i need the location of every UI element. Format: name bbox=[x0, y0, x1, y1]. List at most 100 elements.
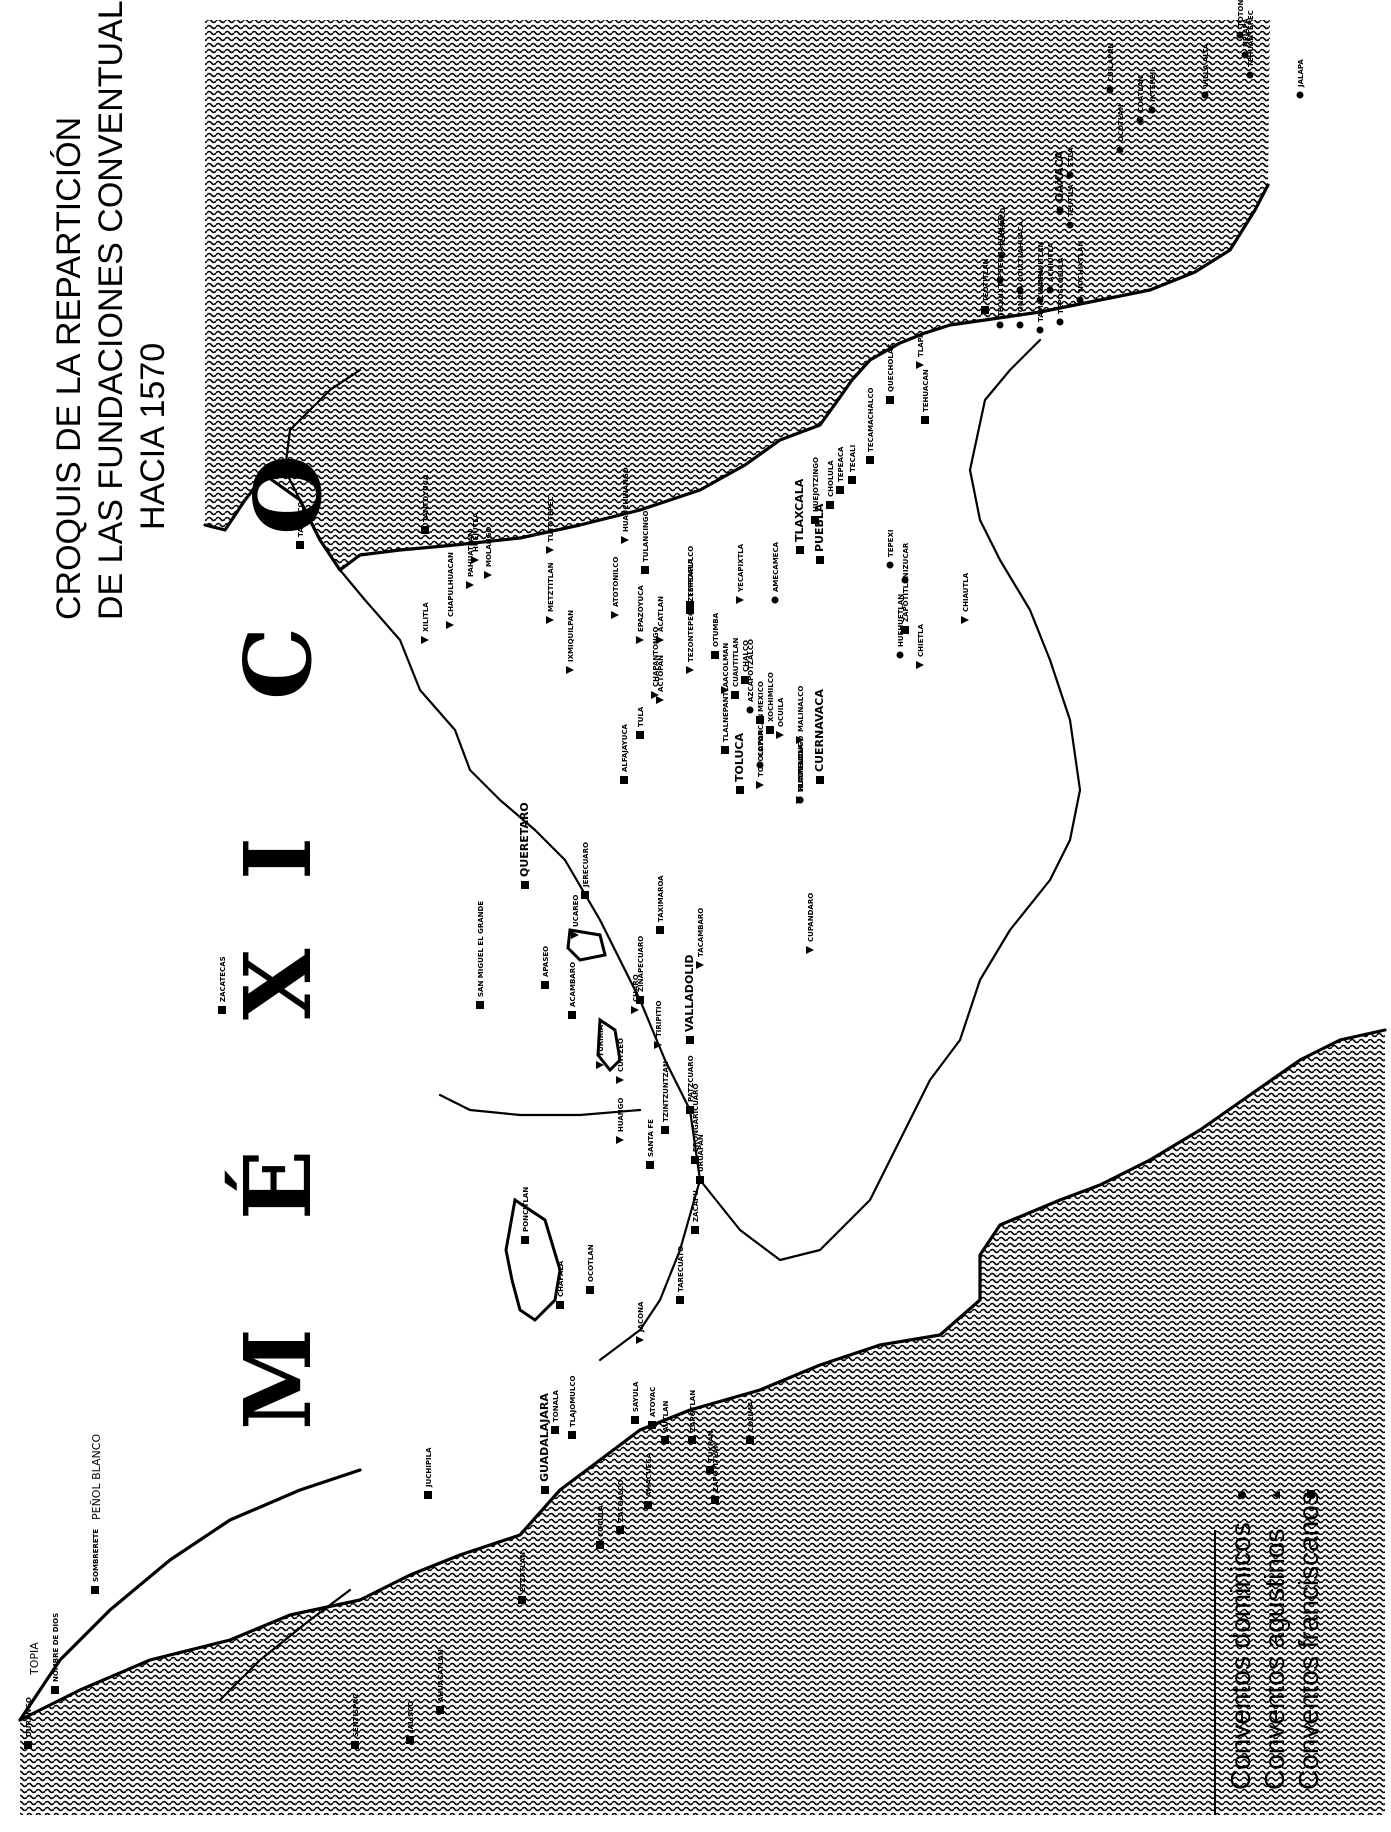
country-letter-4: I bbox=[224, 837, 332, 880]
river-lerma bbox=[563, 858, 702, 1362]
franciscan-square-icon bbox=[648, 1421, 656, 1429]
country-letter-2: É bbox=[224, 1150, 332, 1220]
place-label: TUTOTEPEC bbox=[547, 496, 555, 542]
place-ixmiquilpan: IXMIQUILPAN bbox=[566, 610, 575, 674]
title-line-2: DE LAS FUNDACIONES CONVENTUALES bbox=[92, 0, 130, 620]
dominican-circle-icon bbox=[886, 561, 894, 569]
place-label: ETLA bbox=[1067, 147, 1075, 167]
place-pahuatlan: PAHUATLAN bbox=[466, 530, 475, 589]
place-tehuacan: TEHUACAN bbox=[921, 369, 930, 424]
place-tulancingo: TULANCINGO bbox=[641, 510, 650, 574]
place-acambaro: ACAMBARO bbox=[568, 962, 577, 1019]
dominican-circle-icon bbox=[1016, 321, 1024, 329]
place-guadalajara: GUADALAJARA bbox=[538, 1393, 551, 1494]
place-oaxaca: OAXACA bbox=[1053, 150, 1066, 214]
franciscan-square-icon bbox=[691, 1156, 699, 1164]
place-label: TOLUCA bbox=[733, 733, 746, 782]
place-label: ZAPOTITLAN bbox=[902, 572, 910, 622]
place-label: IZUCAR bbox=[902, 542, 910, 572]
place-label: CHAPALA bbox=[557, 1260, 565, 1297]
place-tlajomulco: TLAJOMULCO bbox=[568, 1376, 577, 1439]
place-label: QUECHOLAC bbox=[887, 344, 895, 392]
place-totontepec: TOTONTEPEC bbox=[1236, 0, 1245, 39]
gulf-coastline bbox=[203, 183, 1270, 572]
franciscan-square-icon bbox=[691, 1226, 699, 1234]
augustinian-triangle-icon bbox=[696, 961, 704, 969]
place-huehuetlan: HUEHUETLAN bbox=[896, 594, 905, 659]
place-label: JALAPA bbox=[1297, 59, 1305, 88]
franciscan-square-icon bbox=[711, 651, 719, 659]
place-teozacualco: TEOZACUALCO bbox=[996, 214, 1005, 284]
place-juchipila: JUCHIPILA bbox=[424, 1447, 433, 1499]
place-label: TEPOSCOLULA bbox=[1057, 257, 1065, 314]
place-label: NEJAPA bbox=[1242, 18, 1250, 47]
place-label: AMACUECA bbox=[645, 1452, 653, 1497]
place-tonala: TONALA bbox=[1016, 285, 1025, 329]
place-san-miguel-el-grande: SAN MIGUEL EL GRANDE bbox=[476, 901, 485, 1009]
gulf-of-mexico bbox=[205, 20, 1270, 570]
augustinian-triangle-icon bbox=[616, 1076, 624, 1084]
place-zacapu: ZACAPU bbox=[691, 1190, 700, 1234]
place-ocotlan: OCOTLAN bbox=[586, 1244, 595, 1294]
place-tecali: TECALI bbox=[848, 445, 857, 484]
place-label: TULANCINGO bbox=[642, 510, 650, 562]
place-totolapan: TOTOLAPAN bbox=[756, 730, 765, 789]
place-chalco: CHALCO bbox=[741, 640, 750, 684]
place-zapotitlan: ZAPOTITLAN bbox=[901, 572, 910, 634]
dominican-circle-icon bbox=[1116, 146, 1124, 154]
augustinian-triangle-icon bbox=[686, 666, 694, 674]
place-label: TEQUIXTEPEC bbox=[997, 263, 1005, 317]
place-label: HUEJUTLA bbox=[472, 512, 480, 552]
franciscan-square-icon bbox=[886, 396, 894, 404]
place-label: CHIAUTLA bbox=[962, 572, 970, 612]
place-alfajayuca: ALFAJAYUCA bbox=[620, 723, 629, 784]
place-etzatlan: ETZATLAN bbox=[518, 1552, 527, 1604]
place-label: TEOZACUALCO bbox=[997, 214, 1005, 272]
franciscan-square-icon bbox=[811, 516, 819, 524]
place-label: TLAXIACO bbox=[999, 208, 1007, 247]
place-label: SAN MIGUEL EL GRANDE bbox=[477, 901, 485, 997]
place-tiripitio: TIRIPITIO bbox=[654, 1001, 663, 1049]
place-label: IXMIQUILPAN bbox=[567, 610, 575, 662]
place-huejotzingo: HUEJOTZINGO bbox=[811, 457, 820, 524]
augustinian-triangle-icon bbox=[616, 1136, 624, 1144]
place-label: HUEHUETLAN bbox=[897, 594, 905, 647]
legend-label-dominican: Conventos dominicos bbox=[1225, 1522, 1256, 1790]
place-cuautitlan: CUAUTITLAN bbox=[731, 637, 740, 699]
place-label: ZEMPOALA bbox=[687, 558, 695, 602]
place-tonala: TONALA bbox=[551, 1390, 560, 1434]
place-label: PONCITLAN bbox=[522, 1187, 530, 1232]
place-acatlan: ACATLAN bbox=[656, 596, 665, 644]
place-label: VILLA ALTA bbox=[1202, 43, 1210, 87]
place-xilitla: XILITLA bbox=[421, 602, 430, 644]
place-tantoyuca: TANTOYUCA bbox=[421, 474, 430, 534]
place-label: MEXICO bbox=[757, 681, 765, 712]
place-cuilapan: CUILAPAN bbox=[1106, 43, 1115, 94]
dominican-circle-icon bbox=[998, 251, 1006, 259]
place-label: JERECUARO bbox=[582, 842, 590, 888]
place-label: UCAREO bbox=[572, 895, 580, 927]
title-line-3: HACIA 1570 bbox=[134, 343, 172, 530]
place-ahuacatlan: AHUACATLAN bbox=[436, 1649, 445, 1714]
place-tlaxiaco: TLAXIACO bbox=[998, 208, 1007, 259]
augustinian-triangle-icon bbox=[806, 946, 814, 954]
dominican-circle-icon bbox=[1066, 221, 1074, 229]
place-label: ACTOPAN bbox=[657, 655, 665, 692]
place-label: JALISCO bbox=[407, 1701, 415, 1733]
place-nejapa: NEJAPA bbox=[1241, 18, 1250, 59]
franciscan-square-icon bbox=[521, 1236, 529, 1244]
franciscan-square-icon bbox=[741, 676, 749, 684]
place-nochixtlan: NOCHIXTLAN bbox=[1076, 241, 1085, 304]
dominican-circle-icon bbox=[746, 706, 754, 714]
place-label: IXTEPEJI bbox=[1149, 69, 1157, 102]
dominican-circle-icon bbox=[771, 596, 779, 604]
franciscan-square-icon bbox=[644, 1501, 652, 1509]
place-label: SANTA FE bbox=[647, 1119, 655, 1157]
place-label: CHAPULHUACAN bbox=[447, 552, 455, 617]
place-label: COLIMA bbox=[747, 1401, 755, 1432]
franciscan-square-icon bbox=[686, 601, 694, 609]
dominican-circle-icon bbox=[996, 321, 1004, 329]
dominican-circle-icon bbox=[996, 276, 1004, 284]
place-jerecuaro: JERECUARO bbox=[581, 842, 590, 899]
place-label: OTUMBA bbox=[712, 612, 720, 647]
